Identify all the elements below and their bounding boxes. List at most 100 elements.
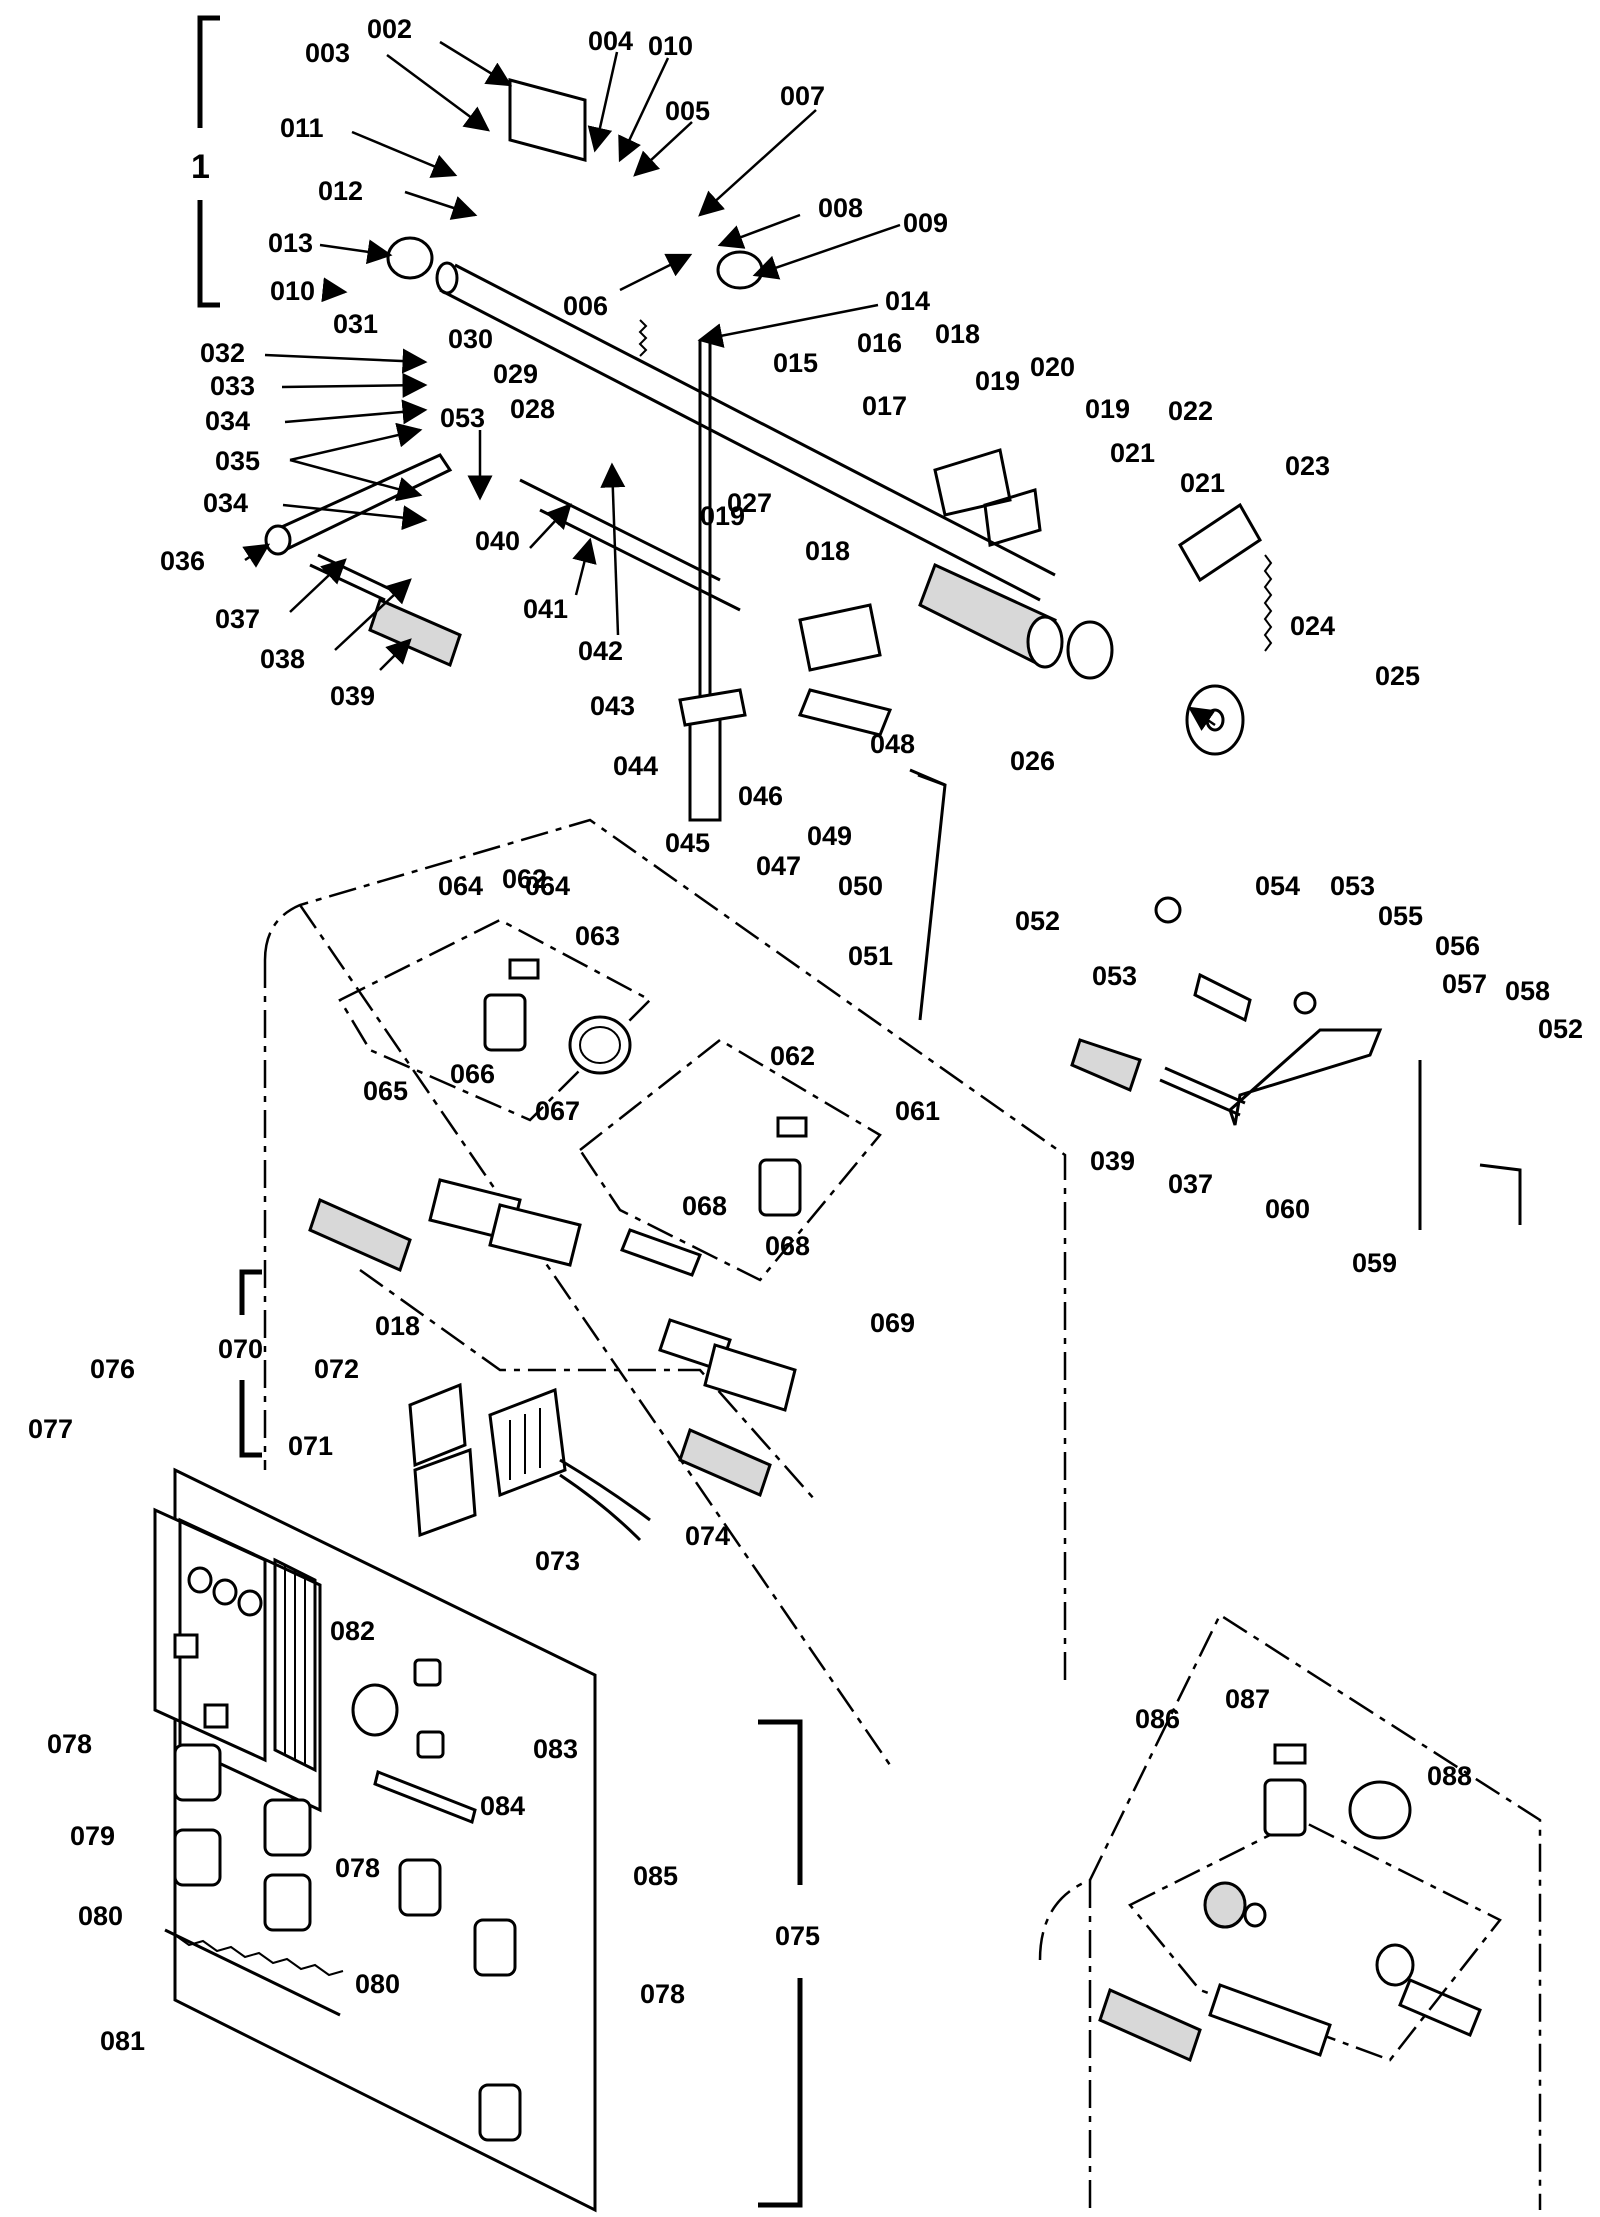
callout-077: 077 (28, 1414, 73, 1444)
callout-034b: 034 (203, 488, 248, 518)
callout-024: 024 (1290, 611, 1335, 641)
bracket-group-1: 1 (191, 15, 220, 308)
callout-045: 045 (665, 828, 710, 858)
callout-006: 006 (563, 291, 608, 321)
callout-069: 069 (870, 1308, 915, 1338)
callout-060: 060 (1265, 1194, 1310, 1224)
callout-061: 061 (895, 1096, 940, 1126)
callout-054: 054 (1255, 871, 1300, 901)
callout-042: 042 (578, 636, 623, 666)
callout-020: 020 (1030, 352, 1075, 382)
callout-052b: 052 (1538, 1014, 1583, 1044)
callout-035: 035 (215, 446, 260, 476)
callout-046: 046 (738, 781, 783, 811)
callout-016: 016 (857, 328, 902, 358)
callout-076: 076 (90, 1354, 135, 1384)
callout-019c: 019 (700, 501, 745, 531)
callout-051: 051 (848, 941, 893, 971)
callout-048: 048 (870, 729, 915, 759)
callout-022: 022 (1168, 396, 1213, 426)
callout-010b: 010 (270, 276, 315, 306)
callout-017: 017 (862, 391, 907, 421)
callout-018b: 018 (805, 536, 850, 566)
callout-015: 015 (773, 348, 818, 378)
callout-057: 057 (1442, 969, 1487, 999)
callout-068a: 068 (682, 1191, 727, 1221)
callout-083: 083 (533, 1734, 578, 1764)
callout-018a: 018 (935, 319, 980, 349)
callout-080a: 080 (78, 1901, 123, 1931)
right-lever-assembly (1070, 896, 1522, 1230)
callout-087: 087 (1225, 1684, 1270, 1714)
callout-040: 040 (475, 526, 520, 556)
callout-009: 009 (903, 208, 948, 238)
callout-043: 043 (590, 691, 635, 721)
callout-053b: 053 (1330, 871, 1375, 901)
callout-066: 066 (450, 1059, 495, 1089)
callout-058: 058 (1505, 976, 1550, 1006)
callout-088: 088 (1427, 1761, 1472, 1791)
callout-062b: 062 (770, 1041, 815, 1071)
callout-080b: 080 (355, 1969, 400, 1999)
control-shaft-assembly (264, 78, 1273, 1021)
bracket-group-075 (758, 1719, 803, 2208)
relay-assembly (408, 1382, 651, 1542)
callout-085: 085 (633, 1861, 678, 1891)
callout-033: 033 (210, 371, 255, 401)
callout-018c: 018 (375, 1311, 420, 1341)
callout-084: 084 (480, 1791, 525, 1821)
callout-029: 029 (493, 359, 538, 389)
callout-081: 081 (100, 2026, 145, 2056)
callout-019a: 019 (975, 366, 1020, 396)
callout-086: 086 (1135, 1704, 1180, 1734)
callout-059: 059 (1352, 1248, 1397, 1278)
callout-003: 003 (305, 38, 350, 68)
callout-064b: 064 (438, 871, 483, 901)
callout-072: 072 (314, 1354, 359, 1384)
callout-030: 030 (448, 324, 493, 354)
callout-068b: 068 (765, 1231, 810, 1261)
callout-078c: 078 (640, 1979, 685, 2009)
callout-021b: 021 (1180, 468, 1225, 498)
callout-031: 031 (333, 309, 378, 339)
callout-082: 082 (330, 1616, 375, 1646)
callout-065: 065 (363, 1076, 408, 1106)
callout-023: 023 (1285, 451, 1330, 481)
callout-044: 044 (613, 751, 658, 781)
callout-026: 026 (1010, 746, 1055, 776)
callout-039b: 039 (1090, 1146, 1135, 1176)
callout-032: 032 (200, 338, 245, 368)
callout-055: 055 (1378, 901, 1423, 931)
solenoid-panel (153, 1467, 597, 2213)
leader-lines (242, 40, 1216, 731)
callout-063: 063 (575, 921, 620, 951)
callout-053a: 053 (440, 403, 485, 433)
callout-050: 050 (838, 871, 883, 901)
callout-075: 075 (775, 1921, 820, 1951)
callout-037a: 037 (215, 604, 260, 634)
callout-021a: 021 (1110, 438, 1155, 468)
callout-078b: 078 (335, 1853, 380, 1883)
callout-038: 038 (260, 644, 305, 674)
inset-console (1098, 1743, 1482, 2063)
callout-004: 004 (588, 26, 633, 56)
callout-073: 073 (535, 1546, 580, 1576)
bracket-group-070 (239, 1269, 262, 1458)
callout-027: 027 (727, 488, 772, 518)
callout-008: 008 (818, 193, 863, 223)
callout-062a: 062 (502, 864, 547, 894)
callout-002: 002 (367, 14, 412, 44)
callout-071: 071 (288, 1431, 333, 1461)
callout-049: 049 (807, 821, 852, 851)
callout-036: 036 (160, 546, 205, 576)
callout-067: 067 (535, 1096, 580, 1126)
callout-011: 011 (280, 113, 324, 143)
group-label-1: 1 (191, 148, 210, 186)
callout-070: 070 (218, 1334, 263, 1364)
callout-056: 056 (1435, 931, 1480, 961)
callout-041: 041 (523, 594, 568, 624)
callout-053c: 053 (1092, 961, 1137, 991)
callout-012: 012 (318, 176, 363, 206)
callout-labels: 002 003 004 010 005 007 011 012 008 009 … (28, 14, 1583, 2056)
